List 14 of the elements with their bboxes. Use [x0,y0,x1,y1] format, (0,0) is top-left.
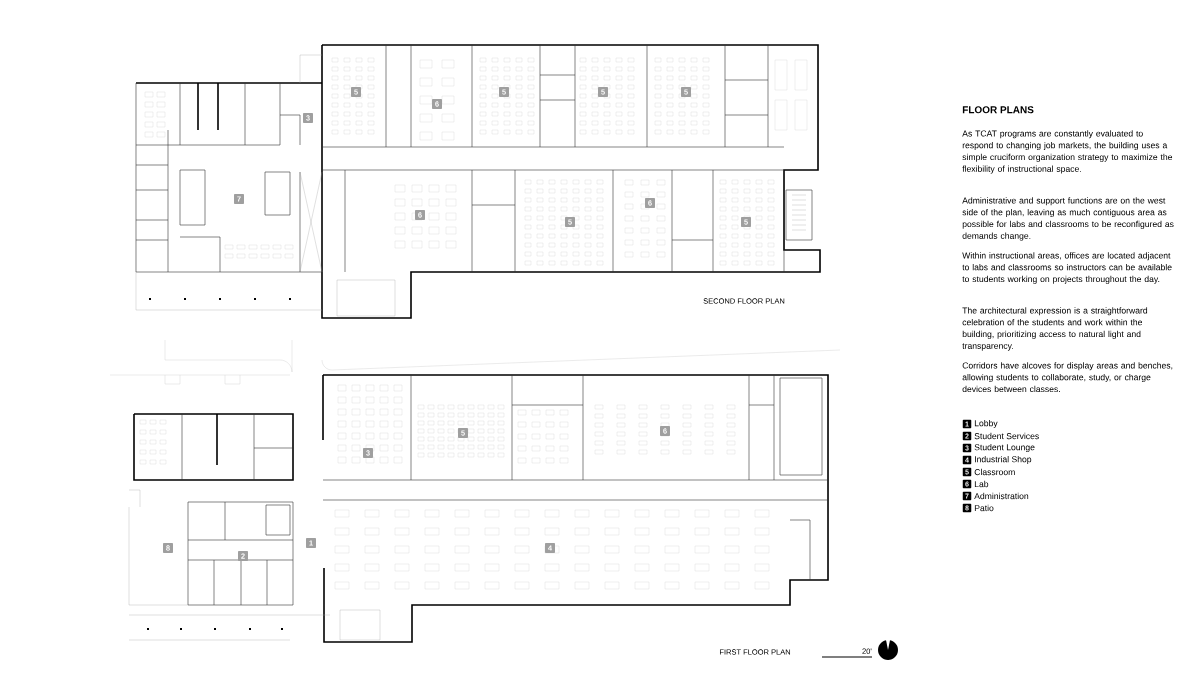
heading: FLOOR PLANS [962,106,1034,114]
legend-text: Lab [974,480,989,488]
legend-text: Classroom [974,468,1015,476]
body-text: Corridors have alcoves for display areas and benches, allowing students to collaborate, study, or charge devices between classes. [962,362,1173,393]
body-text: The architectural expression is a straightforward celebration of the students and work within the building, prioritizing access to natural light and transparency. [962,307,1148,351]
legend-text: Lobby [974,420,998,428]
body-text: Administrative and support functions are on the west side of the plan, leaving as much contiguous area as possible for labs and classrooms to be reconfigured as demands change. [962,197,1174,241]
body-text: Within instructional areas, offices are located adjacent to labs and classrooms so instructors can be available to students working on projects throughout the day. [962,252,1172,284]
legend-text: Industrial Shop [975,456,1032,464]
legend-text: Student Services [974,432,1039,440]
legend-text: Administration [974,492,1029,500]
body-text: As TCAT programs are constantly evaluated to respond to changing job markets, the building uses a simple cruciform organization strategy to maximize the flexibility of instructional space. [962,130,1173,174]
legend-text: Patio [974,504,994,512]
legend-text: Student Lounge [974,444,1035,452]
